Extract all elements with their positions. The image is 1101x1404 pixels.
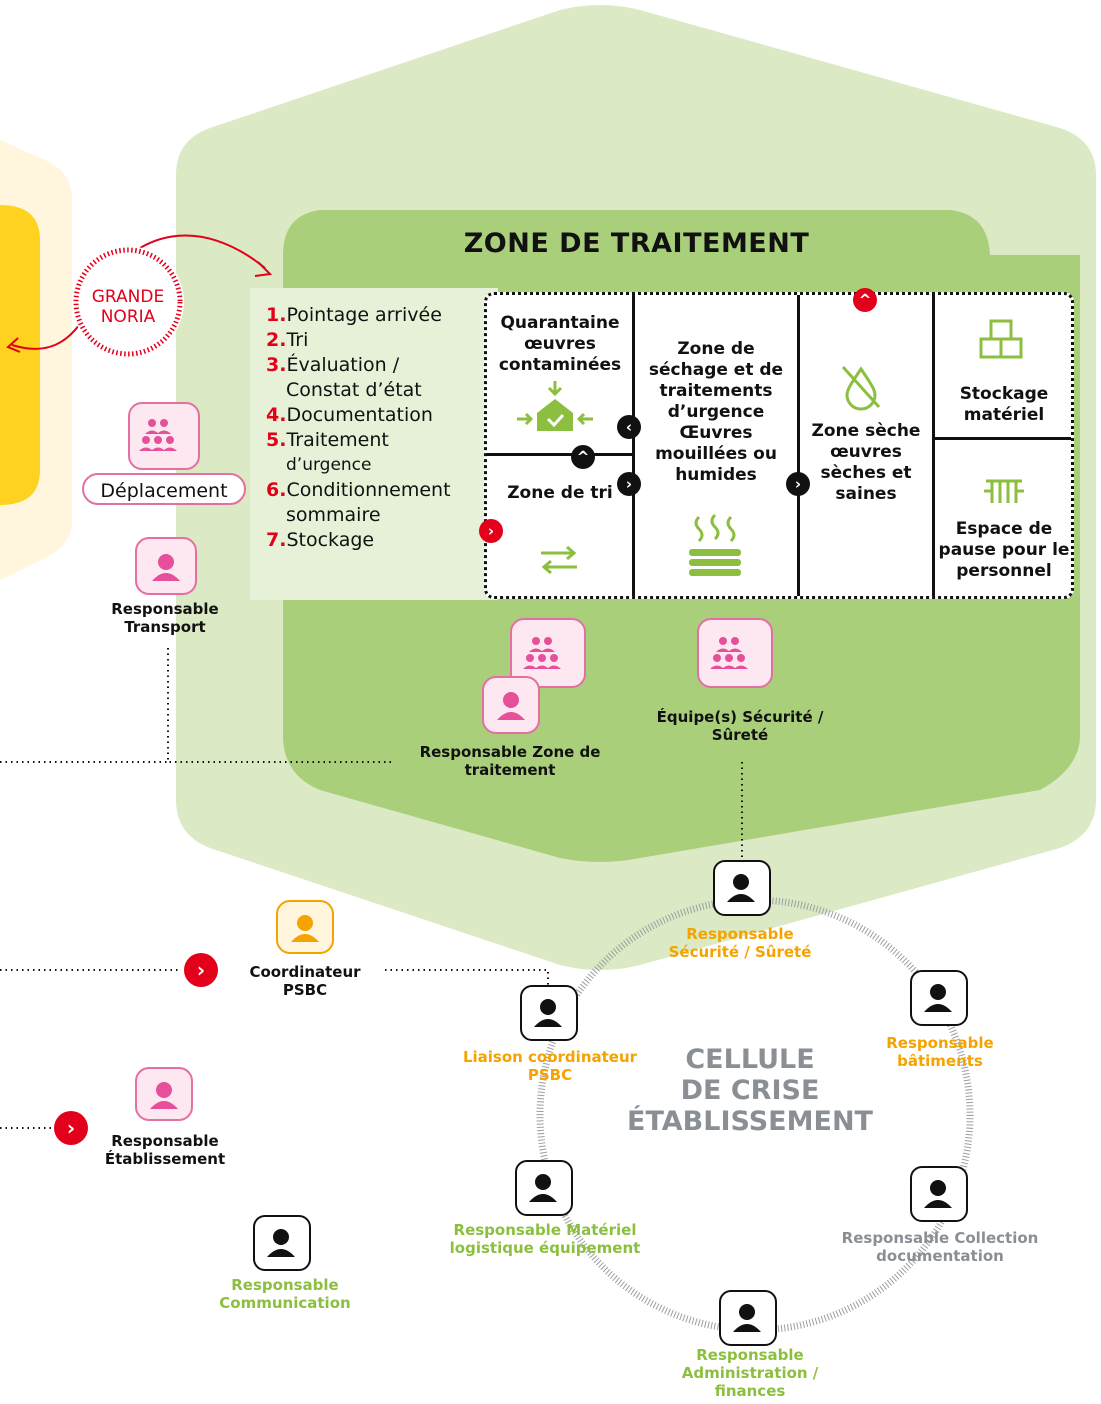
step-number: 6. <box>266 479 287 501</box>
step-number: 2. <box>266 329 287 351</box>
communication-person-icon <box>253 1215 311 1271</box>
step-text: Constat d’état <box>286 379 422 401</box>
coordinateur-connector-right <box>385 969 549 985</box>
coordinateur-chevron-icon[interactable]: › <box>184 953 218 987</box>
securite-team-icon <box>697 618 773 688</box>
cellule-title-line3: ÉTABLISSEMENT <box>627 1106 873 1137</box>
step-text: Pointage arrivée <box>286 304 442 326</box>
step-item: 1.Pointage arrivée <box>266 303 498 328</box>
etablissement-person-icon <box>135 1067 193 1121</box>
step-item: 2.Tri <box>266 328 498 353</box>
noria-label: GRANDE NORIA <box>73 287 183 327</box>
noria-arrowhead-left <box>6 337 21 353</box>
deplacement-team-icon <box>128 402 200 470</box>
chevron-right-red-icon[interactable]: › <box>479 519 503 543</box>
chevron-left-icon[interactable]: ‹ <box>617 415 641 439</box>
step-number: 1. <box>266 304 287 326</box>
cell-stockage: Stockage matériel <box>959 384 1049 425</box>
noria-line1: GRANDE <box>91 287 165 307</box>
resp-securite-label: Responsable Sécurité / Sûreté <box>668 925 812 961</box>
step-item: 6.Conditionnement <box>266 478 498 503</box>
liaison-label: Liaison coordinateur PSBC <box>462 1048 638 1084</box>
step-number: 3. <box>266 354 287 376</box>
step-text: Traitement <box>286 429 389 451</box>
grid-divider-1 <box>632 295 635 596</box>
zone-title: ZONE DE TRAITEMENT <box>463 228 810 259</box>
resp-communication-label: Responsable Communication <box>219 1276 351 1312</box>
equipe-securite-label: Équipe(s) Sécurité / Sûreté <box>656 708 824 744</box>
transport-connector <box>167 648 395 763</box>
batiments-person-icon <box>910 970 968 1026</box>
chevron-up-icon[interactable]: ^ <box>571 445 595 469</box>
etablissement-chevron-icon[interactable]: › <box>54 1111 88 1145</box>
chevron-right-icon[interactable]: › <box>617 472 641 496</box>
cellule-title-line1: CELLULE <box>685 1044 815 1075</box>
step-item: 7.Stockage <box>266 528 498 553</box>
resp-transport-label: Responsable Transport <box>111 600 219 636</box>
step-item: sommaire <box>266 503 498 528</box>
deplacement-label: Déplacement <box>82 473 246 505</box>
step-item: d’urgence <box>266 453 498 478</box>
grid-hdivider-left <box>487 453 634 456</box>
step-number: 5. <box>266 429 287 451</box>
step-text: Documentation <box>286 404 433 426</box>
step-text: Conditionnement <box>286 479 451 501</box>
grid-divider-3 <box>932 295 935 596</box>
cell-quarantaine: Quarantaine œuvres contaminées <box>498 313 622 375</box>
coordinateur-label: Coordinateur PSBC <box>249 963 361 999</box>
resp-etablissement-label: Responsable Établissement <box>104 1132 226 1168</box>
step-number: 4. <box>266 404 287 426</box>
left-zone-inner <box>0 205 40 505</box>
step-text: d’urgence <box>286 455 372 475</box>
step-text: Évaluation / <box>286 354 400 376</box>
cellule-title: CELLULE DE CRISE ÉTABLISSEMENT <box>600 1044 900 1137</box>
step-item: 5.Traitement <box>266 428 498 453</box>
liaison-person-icon <box>520 985 578 1041</box>
cell-tri: Zone de tri <box>507 483 613 503</box>
noria-line2: NORIA <box>100 307 156 327</box>
cell-pause: Espace de pause pour le personnel <box>938 519 1070 581</box>
resp-collection-label: Responsable Collection documentation <box>841 1229 1039 1265</box>
chevron-right-icon-2[interactable]: › <box>786 472 810 496</box>
grid-divider-2 <box>797 295 800 596</box>
sort-arrows-icon <box>541 545 577 575</box>
cellule-title-line2: DE CRISE <box>680 1075 820 1106</box>
securite-person-icon <box>713 860 771 916</box>
materiel-person-icon <box>515 1160 573 1216</box>
boxes-icon <box>979 319 1023 359</box>
no-water-icon <box>841 365 881 411</box>
administration-person-icon <box>719 1290 777 1346</box>
resp-materiel-label: Responsable Matériel logistique équipeme… <box>449 1221 641 1257</box>
grid-hdivider-right <box>932 437 1071 440</box>
collection-person-icon <box>910 1166 968 1222</box>
person-orange-icon <box>276 900 334 954</box>
step-item: 3.Évaluation / <box>266 353 498 378</box>
step-item: 4.Documentation <box>266 403 498 428</box>
quarantine-icon <box>517 381 593 431</box>
resp-batiments-label: Responsable bâtiments <box>886 1034 994 1070</box>
step-number: 7. <box>266 529 287 551</box>
step-text: Stockage <box>286 529 375 551</box>
zone-person-icon <box>482 676 540 734</box>
step-text: Tri <box>286 329 309 351</box>
noria-ring <box>73 247 183 357</box>
chevron-up-red-icon[interactable]: ^ <box>853 288 877 312</box>
noria-arrowhead-right <box>254 261 273 277</box>
resp-administration-label: Responsable Administration / finances <box>681 1346 819 1400</box>
step-item: Constat d’état <box>266 378 498 403</box>
noria-disc <box>72 246 184 358</box>
step-text: sommaire <box>286 504 381 526</box>
processing-grid: Quarantaine œuvres contaminées Zone de t… <box>479 288 1074 599</box>
person-pink-icon <box>135 537 197 595</box>
table-icon <box>984 479 1024 503</box>
cell-seche: Zone sèche œuvres sèches et saines <box>811 421 921 504</box>
drying-icon <box>689 513 741 576</box>
cell-sechage: Zone de séchage et de traitements d’urge… <box>648 339 784 485</box>
cellule-ring <box>536 896 974 1334</box>
resp-zone-label: Responsable Zone de traitement <box>419 743 601 779</box>
